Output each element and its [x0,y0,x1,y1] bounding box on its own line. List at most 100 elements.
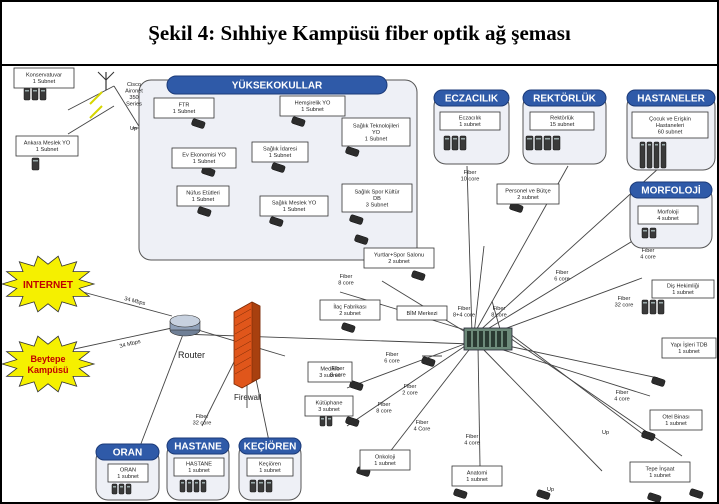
switch-icon [689,488,704,499]
fiber-link [466,165,473,335]
server-icon [118,483,125,495]
internet-burst-shape [2,255,96,313]
group-label-kecioren: KEÇİÖREN [244,440,297,453]
server-icon [459,135,467,151]
firewall-label: Firewall [234,393,262,402]
switch-icon [269,216,284,227]
group-label-yuksekokullar: YÜKSEKOKULLAR [232,79,323,92]
switch-icon [271,162,286,173]
speed-label-internet: 34 Mbps [124,296,146,307]
figure-title-bar: Şekil 4: Sıhhiye Kampüsü fiber optik ağ … [2,2,717,66]
fiber-link [477,345,481,467]
fiber-link [346,343,469,427]
fiber-link [473,245,485,335]
group-label-rektorluk: REKTÖRLÜK [533,92,597,105]
switch-icon [197,206,212,217]
server-icon [657,299,665,315]
server-icon [257,479,265,493]
fiber-link [346,341,471,389]
server-icon [265,479,273,493]
server-icon [31,87,39,101]
switch-icon [341,322,356,333]
fiber-link [475,227,655,337]
firewall-icon [233,301,261,389]
switch-icon [354,234,369,245]
uplink-label: Up [130,126,137,132]
fiber-link [113,85,141,129]
server-icon [443,135,451,151]
switch-icon [345,146,360,157]
fiber-link [67,105,115,135]
switch-icon [191,118,206,129]
server-icon [653,141,660,169]
switch-icon [453,488,468,499]
switch-icon [641,430,656,441]
fiber-link [477,341,651,397]
uplink-label: Up [602,430,609,436]
beytepe-burst-shape [2,335,96,393]
group-label-eczacilik: ECZACILIK [445,94,499,105]
server-icon [543,135,552,151]
switch-icon [349,380,364,391]
switch-icon [411,270,426,281]
group-label-hastaneler: HASTANELER [637,94,705,105]
figure-title: Şekil 4: Sıhhiye Kampüsü fiber optik ağ … [148,20,571,45]
switch-icon [651,376,666,387]
server-icon [534,135,543,151]
fiber-link [136,323,188,455]
fiber-link [481,347,603,472]
server-icon [31,157,40,171]
server-icon [186,479,193,493]
server-icon [23,87,31,101]
node-label-bim: BİM Merkezi [406,310,437,317]
server-icon [200,479,207,493]
internet-label: INTERNET [23,280,73,291]
server-icon [552,135,561,151]
switch-icon [291,116,306,127]
server-icon [649,299,657,315]
